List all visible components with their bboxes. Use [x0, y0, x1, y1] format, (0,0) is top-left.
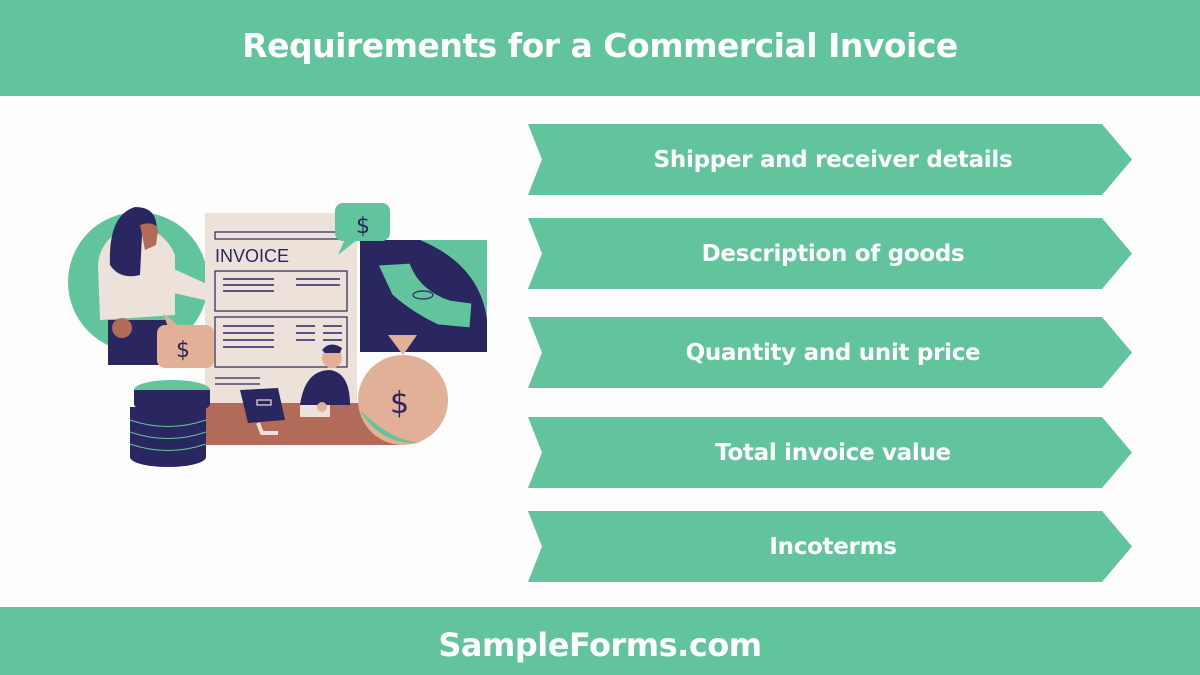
requirement-item: Shipper and receiver details	[528, 124, 1132, 195]
dollar-icon: $	[176, 338, 190, 363]
dollar-icon: $	[356, 214, 370, 239]
requirement-item: Incoterms	[528, 511, 1132, 582]
requirement-item: Description of goods	[528, 218, 1132, 289]
requirement-item: Total invoice value	[528, 417, 1132, 488]
brand-footer: SampleForms.com	[0, 607, 1200, 675]
page-title: Requirements for a Commercial Invoice	[242, 25, 958, 65]
requirement-label: Quantity and unit price	[685, 339, 981, 366]
requirement-label: Shipper and receiver details	[653, 146, 1013, 173]
title-banner: Requirements for a Commercial Invoice	[0, 0, 1200, 96]
brand-name: SampleForms.com	[438, 626, 762, 664]
requirement-label: Description of goods	[701, 240, 965, 267]
requirement-label: Total invoice value	[715, 439, 951, 466]
invoice-heading: INVOICE	[215, 246, 289, 266]
requirement-item: Quantity and unit price	[528, 317, 1132, 388]
invoice-illustration: INVOICE	[60, 195, 500, 480]
requirement-label: Incoterms	[769, 533, 897, 560]
dollar-icon: $	[390, 386, 409, 421]
